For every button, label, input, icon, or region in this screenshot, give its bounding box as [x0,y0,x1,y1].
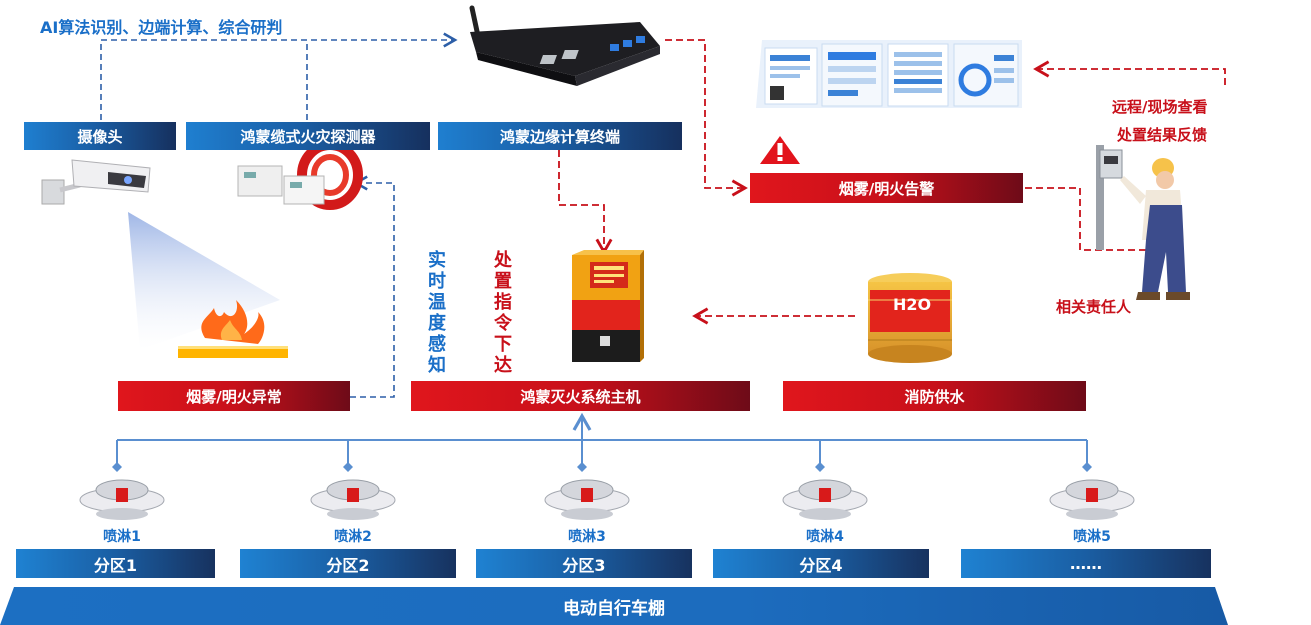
camera-label: 摄像头 [24,122,176,150]
sprinkler-label-1: 喷淋1 [103,529,141,545]
ai-process-text: AI算法识别、边端计算、综合研判 [40,18,283,37]
zone-1: 分区1 [16,549,215,578]
fire-icon [178,300,288,358]
command-text: 处置指令下达 [494,250,512,376]
water-tank-device [868,273,952,363]
sprinkler-drops [116,440,1088,466]
link-alarm-person [1025,187,1165,259]
smoke-alarm-label: 烟雾/明火告警 [750,173,1023,203]
zone-2: 分区2 [240,549,456,578]
bike-shed-base: 电动自行车棚 [0,587,1228,625]
dashboard-screens [756,40,1022,108]
sprinkler-diamonds [112,462,1092,472]
detector-label: 鸿蒙缆式火灾探测器 [186,122,430,150]
cable-detector-device [237,140,363,210]
zone-4: 分区4 [713,549,929,578]
zone-3: 分区3 [476,549,692,578]
warning-icon [760,136,800,164]
sprinkler-label-2: 喷淋2 [334,529,372,545]
fire-host-label: 鸿蒙灭火系统主机 [411,381,750,411]
fire-host-cabinet [572,250,644,362]
sprinkler-heads [79,479,1135,520]
camera-beam [128,212,280,350]
responsible-person-text: 相关责任人 [1056,298,1132,316]
link-abnormal-detector [350,175,395,398]
feedback-text: 处置结果反馈 [1117,126,1208,144]
camera-device [41,159,151,205]
sprinkler-label-3: 喷淋3 [568,529,606,545]
temp-sense-text: 实时温度感知 [428,250,446,376]
water-tank-text: H2O [893,295,932,314]
edge-terminal-label: 鸿蒙边缘计算终端 [438,122,682,150]
remote-check-text: 远程/现场查看 [1112,98,1208,116]
water-supply-label: 消防供水 [783,381,1086,411]
sprinkler-label-5: 喷淋5 [1073,529,1111,545]
link-feedback-dashboard [1033,60,1226,85]
worker-figure [1096,145,1190,300]
link-edge-alarm [665,39,748,197]
zone-more: …… [961,549,1211,578]
link-camera-edge [100,32,458,120]
smoke-abnormal-label: 烟雾/明火异常 [118,381,350,411]
sprinkler-label-4: 喷淋4 [806,529,844,545]
edge-terminal-device [469,5,660,86]
link-edge-host [558,150,613,255]
